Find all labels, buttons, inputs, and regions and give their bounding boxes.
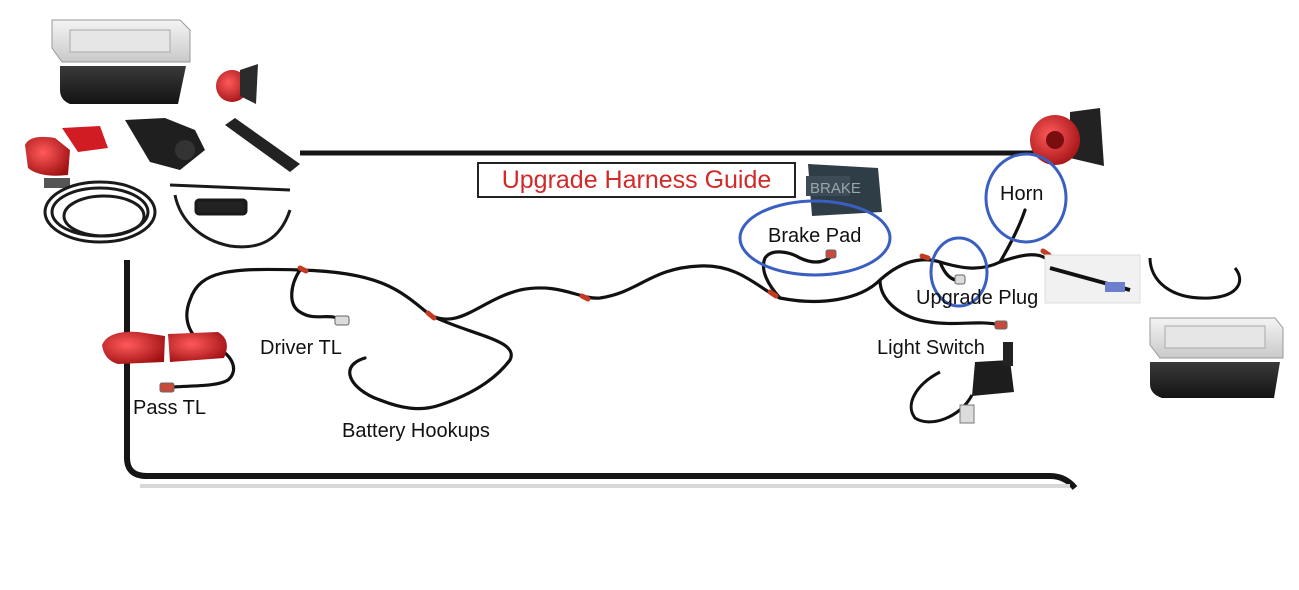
label-horn: Horn [1000,183,1044,205]
light-switch-device [909,342,1014,424]
horn-device [1030,108,1104,166]
brake-pad-device: BRAKE [806,164,882,216]
connector-tips [159,249,1008,393]
headlight-kit-right [1148,257,1284,398]
wire-sleeve-marks [297,248,1052,321]
highlight-circles [738,152,1068,308]
guide-frame [124,150,1100,491]
tail-lights-kit [25,126,108,188]
diagram-title: Upgrade Harness Guide [501,165,772,194]
label-driver-tl: Driver TL [260,337,342,359]
wire-coil-kit [43,180,292,249]
horn-highlight [984,152,1068,244]
brake-box-text: BRAKE [810,180,861,197]
label-pass-tl: Pass TL [133,397,206,419]
label-brake-pad: Brake Pad [768,225,862,247]
main-harness-wire [163,208,1127,411]
title-box: Upgrade Harness Guide [477,162,796,198]
pass-tail-light [102,331,227,364]
label-light-switch: Light Switch [877,337,985,359]
label-battery-hookups: Battery Hookups [342,420,490,442]
label-upgrade-plug: Upgrade Plug [916,287,1039,309]
light-switch-kit-top [125,118,205,170]
upgrade-plug-connector [1044,254,1141,304]
headlight-kit-top-left [51,19,191,104]
horn-icon-small [216,64,258,104]
brake-pad-kit-top [225,118,300,172]
brake-pad-highlight [738,199,892,277]
upgrade-plug-highlight [929,236,989,308]
